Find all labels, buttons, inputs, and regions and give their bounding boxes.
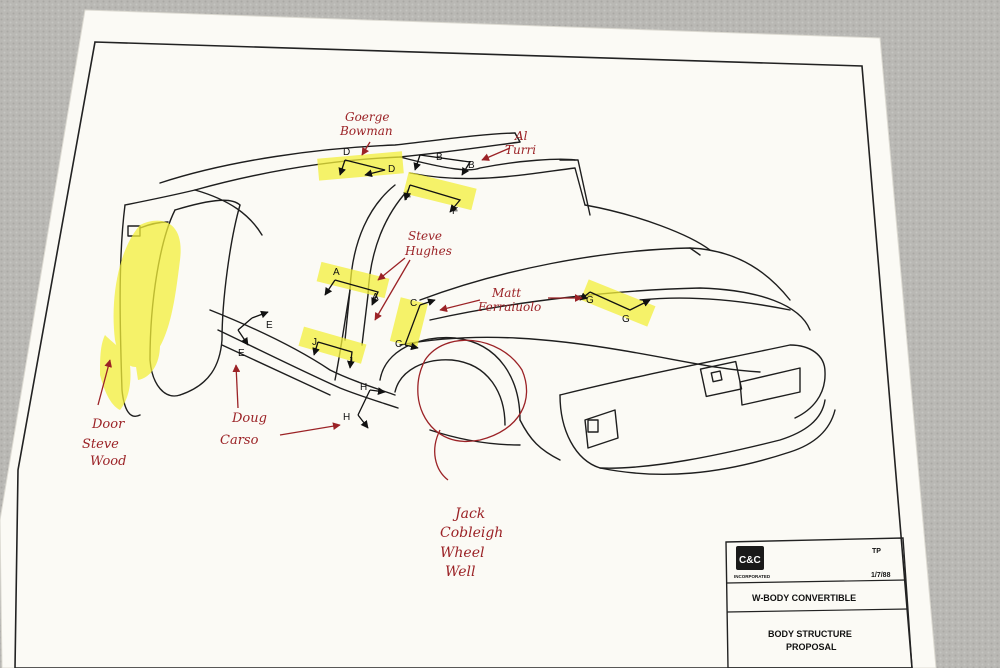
title-block: C&C INCORPORATED TP 1/7/88 W-BODY CONVER… xyxy=(725,537,913,668)
section-cut-lines xyxy=(237,154,651,429)
section-label-b1: B xyxy=(436,152,443,163)
drawing-subtitle-1: BODY STRUCTURE xyxy=(768,629,852,639)
note-turri: Turri xyxy=(505,143,536,157)
highlighter-marks xyxy=(100,151,656,410)
section-label-d2: D xyxy=(388,164,395,175)
note-door: Door xyxy=(91,417,125,432)
section-label-d1: D xyxy=(343,147,350,158)
note-cobleigh: Cobleigh xyxy=(440,525,503,541)
note-hughes: Hughes xyxy=(404,244,452,258)
section-label-g2: G xyxy=(622,314,630,325)
drawing-date: 1/7/88 xyxy=(871,572,891,579)
note-goerge: Goerge xyxy=(345,110,389,124)
section-label-c2: C xyxy=(395,339,402,350)
section-label-g1: G xyxy=(586,295,594,306)
section-label-e2: E xyxy=(238,348,245,359)
section-label-e1: E xyxy=(266,320,273,331)
note-al: Al xyxy=(514,129,528,143)
section-label-f1: F xyxy=(405,192,411,203)
logo-mark: C&C xyxy=(739,555,761,566)
logo-subtext: INCORPORATED xyxy=(734,574,771,579)
title-block-frame xyxy=(725,537,913,668)
company-logo-icon xyxy=(736,546,764,570)
note-wood: Wood xyxy=(90,454,126,469)
note-jack: Jack xyxy=(452,506,485,522)
section-label-c1: C xyxy=(410,298,417,309)
note-doug: Doug xyxy=(231,411,267,426)
handwritten-notes: Goerge Bowman Al Turri Steve Hughes Matt… xyxy=(82,110,541,580)
note-carso: Carso xyxy=(220,433,259,448)
note-ferraiuolo: Ferraiuolo xyxy=(477,300,541,314)
section-letters: D D B B F F A A C C G G E E J J H H xyxy=(238,147,630,423)
drawing-border xyxy=(14,41,913,668)
section-label-b2: B xyxy=(468,160,475,171)
drawing-title: W-BODY CONVERTIBLE xyxy=(752,593,856,603)
section-label-a2: A xyxy=(372,292,379,303)
note-steve-2: Steve xyxy=(82,437,119,452)
note-steve-1: Steve xyxy=(408,229,442,243)
section-label-h1: H xyxy=(360,382,367,393)
section-label-h2: H xyxy=(343,412,350,423)
section-label-j2: J xyxy=(348,356,353,367)
note-wheel: Wheel xyxy=(440,545,484,561)
section-label-f2: F xyxy=(452,206,458,217)
note-bowman: Bowman xyxy=(339,124,393,138)
note-well: Well xyxy=(445,564,476,580)
section-label-j1: J xyxy=(312,337,317,348)
red-leader-lines xyxy=(97,141,583,481)
drafter-initials: TP xyxy=(872,548,881,555)
section-label-a1: A xyxy=(333,267,340,278)
drawing-subtitle-2: PROPOSAL xyxy=(786,642,837,652)
paper-sheet xyxy=(0,9,937,668)
note-matt: Matt xyxy=(491,286,521,300)
